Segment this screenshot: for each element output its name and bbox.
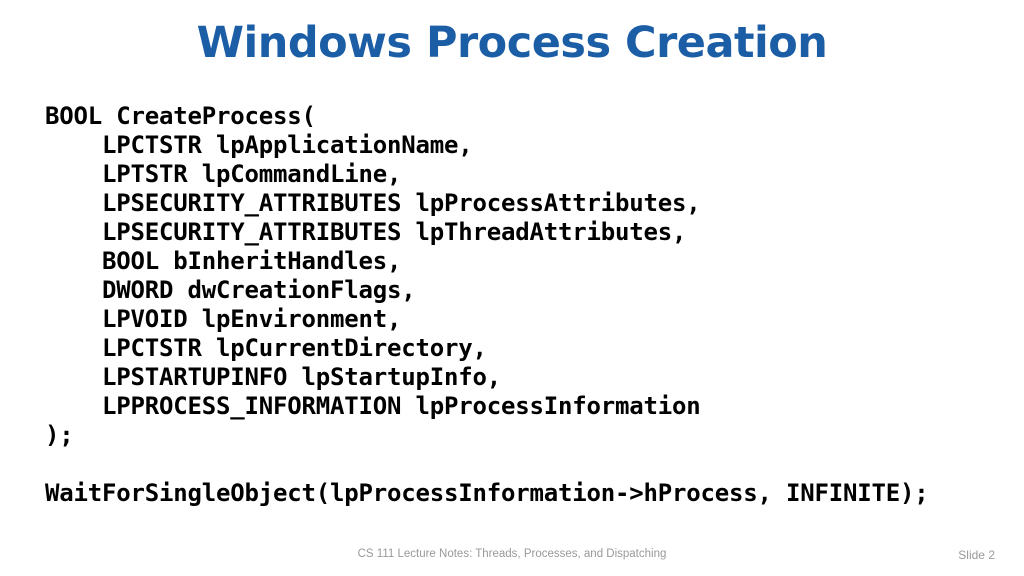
code-block: BOOL CreateProcess( LPCTSTR lpApplicatio… bbox=[45, 102, 929, 507]
slide-number: Slide 2 bbox=[958, 548, 995, 562]
footer-course-label: CS 111 Lecture Notes: Threads, Processes… bbox=[357, 548, 667, 560]
slide-title: Windows Process Creation bbox=[196, 18, 828, 68]
